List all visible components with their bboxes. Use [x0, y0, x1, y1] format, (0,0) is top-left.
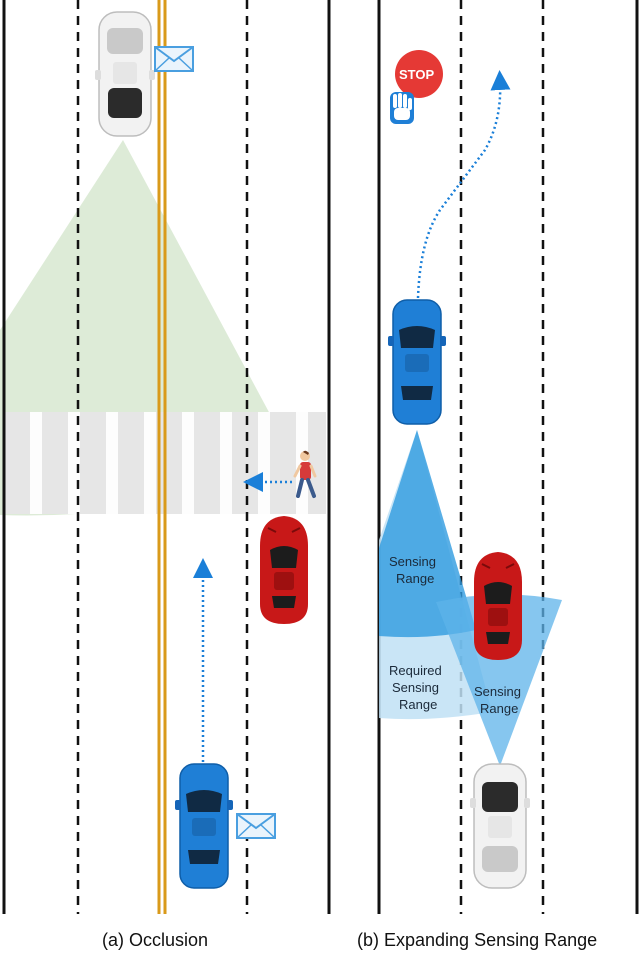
stop-sign-icon: STOP: [395, 50, 443, 98]
red-sports-car-icon: [260, 516, 308, 624]
caption-occlusion: (a) Occlusion: [102, 930, 209, 950]
blue-car-icon: [175, 763, 233, 889]
blue-car-lane-change-arrow: [416, 70, 511, 299]
envelope-icon: [154, 46, 194, 72]
required-sensing-label-line2: Sensing: [392, 680, 439, 695]
caption-expanding-sensing-range: (b) Expanding Sensing Range: [357, 930, 598, 950]
sensing-range-label-1-line2: Range: [396, 571, 434, 586]
sensing-range-label-2-line1: Sensing: [474, 684, 521, 699]
hand-icon: [390, 92, 414, 124]
required-sensing-label-line3: Range: [399, 697, 437, 712]
sensing-range-label-1-line1: Sensing: [389, 554, 436, 569]
sensing-range-blue-car: [379, 430, 476, 638]
white-suv-icon: [95, 11, 155, 137]
envelope-icon: [236, 813, 276, 839]
red-sports-car-icon: [474, 552, 522, 660]
sensing-range-white-car: [436, 594, 562, 766]
sensing-range-label-2-line2: Range: [480, 701, 518, 716]
panel-expanding-sensing: Sensing Range Required Sensing Range Sen…: [377, 0, 639, 914]
white-suv-icon: [470, 763, 530, 889]
panel-occlusion: [0, 0, 331, 914]
pedestrian-icon: [293, 450, 317, 498]
stop-sign-text: STOP: [399, 67, 434, 82]
blue-car-icon: [388, 299, 446, 425]
required-sensing-label-line1: Required: [389, 663, 442, 678]
